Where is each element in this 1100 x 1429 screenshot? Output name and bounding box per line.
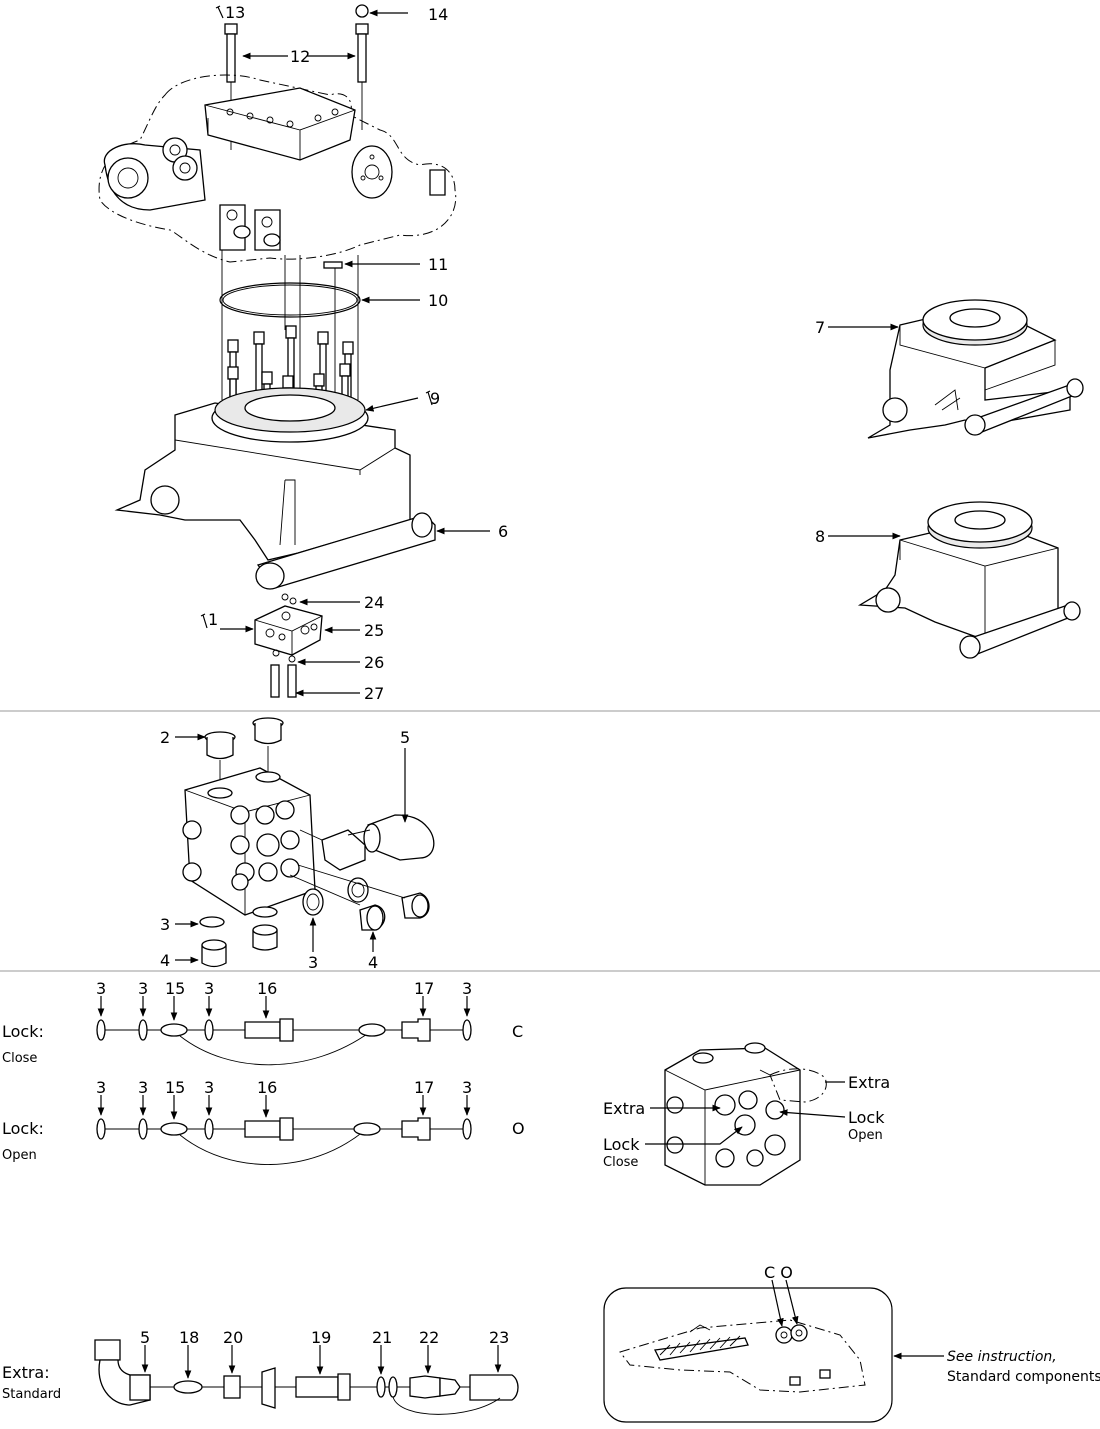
callout-27: 27 — [364, 684, 384, 703]
lock-open-code: O — [512, 1119, 525, 1138]
callout-4: 4 — [368, 953, 378, 972]
callout-5: 5 — [400, 728, 410, 747]
callout-13: 13 — [225, 3, 245, 22]
valve-label-lock-close: Lock — [603, 1135, 640, 1154]
wrench-icon — [425, 390, 433, 406]
callout-26: 26 — [364, 653, 384, 672]
extra-sub: Standard — [2, 1387, 61, 1402]
callout-7: 7 — [815, 318, 825, 337]
callout-9: 9 — [430, 389, 440, 408]
lock-open-title: Lock: — [2, 1119, 44, 1138]
callout-3: 3 — [462, 1078, 472, 1097]
callout-19: 19 — [311, 1328, 331, 1347]
callout-3: 3 — [308, 953, 318, 972]
lock-close-row: Lock: Close C 3 3 15 3 16 17 3 — [2, 979, 523, 1066]
callout-24: 24 — [364, 593, 384, 612]
callout-16: 16 — [257, 1078, 277, 1097]
valve-port-view: Extra Extra Lock Close Lock Open — [603, 1042, 890, 1186]
lock-open-sub: Open — [2, 1148, 37, 1163]
screw-12-right — [355, 23, 369, 83]
lock-close-sub: Close — [2, 1051, 37, 1066]
callout-15: 15 — [165, 1078, 185, 1097]
callout-3: 3 — [138, 979, 148, 998]
callout-3: 3 — [160, 915, 170, 934]
callout-2: 2 — [160, 728, 170, 747]
callout-3: 3 — [204, 1078, 214, 1097]
callout-6: 6 — [498, 522, 508, 541]
main-assembly — [98, 23, 457, 698]
extra-title: Extra: — [2, 1363, 50, 1382]
valve-block-25 — [254, 593, 323, 698]
callout-5: 5 — [140, 1328, 150, 1347]
pin-11 — [323, 261, 343, 269]
callout-3: 3 — [204, 979, 214, 998]
callout-22: 22 — [419, 1328, 439, 1347]
inset-note-2: Standard components — [947, 1369, 1100, 1385]
callout-10: 10 — [428, 291, 448, 310]
inset-note-1: See instruction, — [947, 1349, 1057, 1365]
callout-3: 3 — [138, 1078, 148, 1097]
seal-ring-10 — [219, 282, 361, 318]
callout-3: 3 — [96, 979, 106, 998]
valve-label-extra-right: Extra — [848, 1073, 890, 1092]
callout-11: 11 — [428, 255, 448, 274]
callout-23: 23 — [489, 1328, 509, 1347]
callout-17: 17 — [414, 1078, 434, 1097]
lock-close-title: Lock: — [2, 1022, 44, 1041]
hydraulic-motor — [103, 137, 206, 211]
callout-16: 16 — [257, 979, 277, 998]
valve-block-exploded — [182, 717, 435, 968]
callout-12: 12 — [290, 47, 310, 66]
callout-4: 4 — [160, 951, 170, 970]
inset-co-label: C O — [764, 1263, 793, 1282]
base-variant-7 — [867, 299, 1084, 439]
inset-crane-view: C O See instruction, Standard components — [603, 1263, 1100, 1423]
screw-14-head — [355, 4, 369, 18]
callout-17: 17 — [414, 979, 434, 998]
valve-label-lock-close-sub: Close — [603, 1155, 638, 1170]
base-frame-6 — [114, 387, 436, 590]
screw-12-left — [224, 23, 238, 83]
valve-top-plate — [204, 87, 356, 161]
extra-row: Extra: Standard 5 18 20 19 21 22 23 — [2, 1328, 519, 1415]
callout-15: 15 — [165, 979, 185, 998]
wrench-icon — [215, 5, 224, 19]
base-variant-8 — [857, 501, 1081, 659]
lock-close-code: C — [512, 1022, 523, 1041]
valve-label-lock-open-sub: Open — [848, 1128, 883, 1143]
callout-8: 8 — [815, 527, 825, 546]
callout-3: 3 — [96, 1078, 106, 1097]
valve-label-extra-left: Extra — [603, 1099, 645, 1118]
lock-open-row: Lock: Open O 3 3 15 3 16 17 3 — [2, 1078, 525, 1165]
callout-25: 25 — [364, 621, 384, 640]
callout-14: 14 — [428, 5, 448, 24]
valve-body-outline — [98, 74, 457, 263]
callout-18: 18 — [179, 1328, 199, 1347]
right-flange — [351, 145, 446, 199]
wrench-icon — [200, 613, 208, 629]
valve-label-lock-open: Lock — [848, 1108, 885, 1127]
callout-3: 3 — [462, 979, 472, 998]
callout-1: 1 — [208, 610, 218, 629]
valve-ports — [219, 204, 281, 251]
callout-20: 20 — [223, 1328, 243, 1347]
callout-21: 21 — [372, 1328, 392, 1347]
